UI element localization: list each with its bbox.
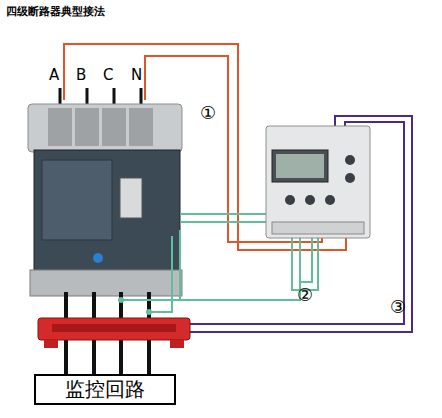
terminal-slot xyxy=(102,108,126,146)
device-key xyxy=(285,195,295,205)
diagram-title: 四级断路器典型接法 xyxy=(6,4,105,19)
transformer-bar xyxy=(38,318,190,340)
breaker-body xyxy=(34,150,180,272)
phase-label: N xyxy=(131,68,142,83)
device-key xyxy=(345,173,355,183)
terminal-slot xyxy=(75,108,99,146)
test-button xyxy=(93,253,103,263)
terminal-slot xyxy=(129,108,153,146)
device-key xyxy=(305,195,315,205)
phase-label: A xyxy=(49,68,59,83)
operating-handle xyxy=(120,178,142,218)
current-transformer xyxy=(38,318,190,348)
wire-joint xyxy=(118,297,124,303)
device-display xyxy=(276,154,324,178)
terminal-slot xyxy=(48,108,72,146)
wire-joint xyxy=(146,309,152,315)
device-terminals xyxy=(272,222,364,234)
circuit-breaker xyxy=(28,104,182,296)
device-key xyxy=(325,195,335,205)
device-body xyxy=(266,126,370,238)
node-text: 监控回路 xyxy=(61,376,149,403)
transformer-foot xyxy=(170,340,184,348)
callout-number: ② xyxy=(297,286,313,304)
current-wire-4 xyxy=(149,236,172,312)
device-screen xyxy=(272,150,328,182)
callout-number: ③ xyxy=(390,298,406,316)
breaker-top-block xyxy=(28,104,182,152)
callout-number: ① xyxy=(200,104,216,122)
current-wire-5 xyxy=(180,282,300,300)
transformer-foot xyxy=(44,340,58,348)
monitor-device xyxy=(266,126,370,238)
phase-label: B xyxy=(76,68,86,83)
phase-label: C xyxy=(103,68,113,83)
device-key xyxy=(345,155,355,165)
transformer-slot xyxy=(52,324,176,332)
trip-unit xyxy=(42,160,112,240)
breaker-bottom-block xyxy=(30,270,182,296)
monitor-loop-box: 监控回路 xyxy=(34,374,176,405)
